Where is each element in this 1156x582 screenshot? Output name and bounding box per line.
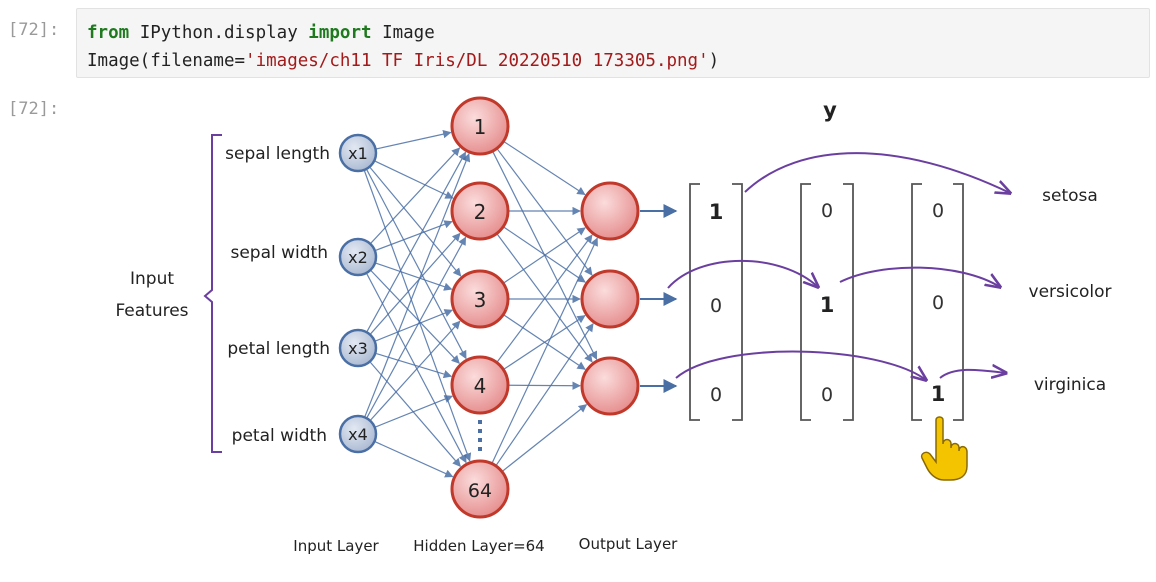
class-arrows xyxy=(667,152,1010,380)
code-call: Image(filename= xyxy=(87,51,246,71)
feature-label-petal-width: petal width xyxy=(232,426,327,446)
edge-input-2-hidden-1 xyxy=(370,147,461,244)
output-prompt: [72]: xyxy=(8,99,60,119)
hidden-node-64: 64 xyxy=(450,459,510,519)
input-node-x1: x1 xyxy=(338,133,378,173)
code-import-name: Image xyxy=(382,23,435,43)
column-1-brackets xyxy=(689,183,743,421)
y-label: y xyxy=(823,98,837,122)
edge-input-1-hidden-2 xyxy=(374,160,454,199)
class-label-virginica: virginica xyxy=(1034,375,1106,395)
layer-label-output: Output Layer xyxy=(579,535,679,553)
edge-input-2-hidden-5 xyxy=(366,273,467,464)
column-3-brackets xyxy=(911,183,964,421)
svg-text:2: 2 xyxy=(474,200,487,224)
hidden-node-1: 1 xyxy=(450,96,510,156)
edge-input-4-hidden-3 xyxy=(370,320,461,421)
svg-text:x4: x4 xyxy=(348,425,368,444)
input-features-brace xyxy=(203,134,222,453)
matrix-col1-row1: 1 xyxy=(709,200,724,224)
edge-input-4-hidden-2 xyxy=(366,236,467,418)
edge-hidden-5-output-3 xyxy=(502,404,588,472)
output-node-3 xyxy=(580,356,640,416)
output-node-2 xyxy=(580,269,640,329)
matrix-col3-row3: 1 xyxy=(931,382,946,406)
edge-input-3-hidden-5 xyxy=(369,361,461,467)
edge-input-2-hidden-4 xyxy=(370,270,460,364)
matrix-col2-row1: 0 xyxy=(821,200,833,222)
svg-text:4: 4 xyxy=(474,374,487,398)
edge-hidden-4-output-2 xyxy=(503,315,586,370)
feature-label-sepal-width: sepal width xyxy=(230,243,328,263)
hidden-node-3: 3 xyxy=(450,269,510,329)
edge-input-4-hidden-5 xyxy=(375,441,454,478)
edge-input-2-hidden-2 xyxy=(375,220,453,251)
edge-input-1-hidden-5 xyxy=(363,170,472,462)
layer-label-hidden: Hidden Layer=64 xyxy=(413,537,544,555)
input-node-x4: x4 xyxy=(338,414,378,454)
edge-hidden-1-output-1 xyxy=(503,141,586,196)
svg-text:x2: x2 xyxy=(348,248,368,267)
matrix-col2-row3: 0 xyxy=(821,384,833,406)
hidden-node-2: 2 xyxy=(450,181,510,241)
edge-hidden-4-output-3 xyxy=(508,381,581,390)
matrix-col1-row3: 0 xyxy=(710,384,722,406)
group-label-line2: Features xyxy=(115,301,188,321)
class-label-setosa: setosa xyxy=(1042,186,1098,206)
edge-hidden-4-output-1 xyxy=(496,234,593,363)
matrix-col1-row2: 0 xyxy=(710,295,722,317)
layer-label-input: Input Layer xyxy=(293,537,379,555)
code-cell[interactable]: from IPython.display import Image Image(… xyxy=(76,8,1150,78)
matrix-col3-row1: 0 xyxy=(932,200,944,222)
svg-text:1: 1 xyxy=(474,115,487,139)
svg-text:x1: x1 xyxy=(348,144,368,163)
column-2-brackets xyxy=(800,183,854,421)
matrix-col2-row2: 1 xyxy=(820,293,835,317)
hidden-node-4: 4 xyxy=(450,355,510,415)
input-prompt: [72]: xyxy=(8,20,60,40)
connection-edges xyxy=(363,130,598,478)
output-node-1 xyxy=(580,181,640,241)
class-label-versicolor: versicolor xyxy=(1029,282,1112,302)
feature-label-petal-length: petal length xyxy=(227,339,330,359)
code-keyword-import: import xyxy=(308,23,372,43)
edge-hidden-5-output-1 xyxy=(491,237,598,463)
edge-input-1-hidden-1 xyxy=(376,130,452,150)
edge-input-4-hidden-1 xyxy=(364,153,471,417)
edge-input-3-hidden-1 xyxy=(366,151,467,332)
code-keyword-from: from xyxy=(87,23,130,43)
edge-input-3-hidden-3 xyxy=(375,309,453,342)
edge-hidden-3-output-1 xyxy=(503,227,586,284)
code-close-paren: ) xyxy=(708,51,720,71)
svg-text:x3: x3 xyxy=(348,339,368,358)
code-string-arg: 'images/ch11 TF Iris/DL 20220510 173305.… xyxy=(245,51,709,71)
hand-pointer-icon xyxy=(920,416,968,481)
edge-input-4-hidden-4 xyxy=(375,395,453,428)
edge-input-1-hidden-4 xyxy=(366,169,467,360)
matrix-col3-row2: 0 xyxy=(932,292,944,314)
svg-text:64: 64 xyxy=(468,480,492,502)
edge-hidden-5-output-2 xyxy=(495,323,594,466)
code-module: IPython.display xyxy=(139,23,298,43)
edge-input-3-hidden-2 xyxy=(370,232,461,335)
edge-input-1-hidden-3 xyxy=(369,167,462,277)
input-node-x2: x2 xyxy=(338,237,378,277)
group-label-line1: Input xyxy=(130,269,174,289)
svg-text:3: 3 xyxy=(474,288,487,312)
input-node-x3: x3 xyxy=(338,328,378,368)
edge-hidden-1-output-2 xyxy=(496,148,593,276)
feature-label-sepal-length: sepal length xyxy=(225,144,330,164)
